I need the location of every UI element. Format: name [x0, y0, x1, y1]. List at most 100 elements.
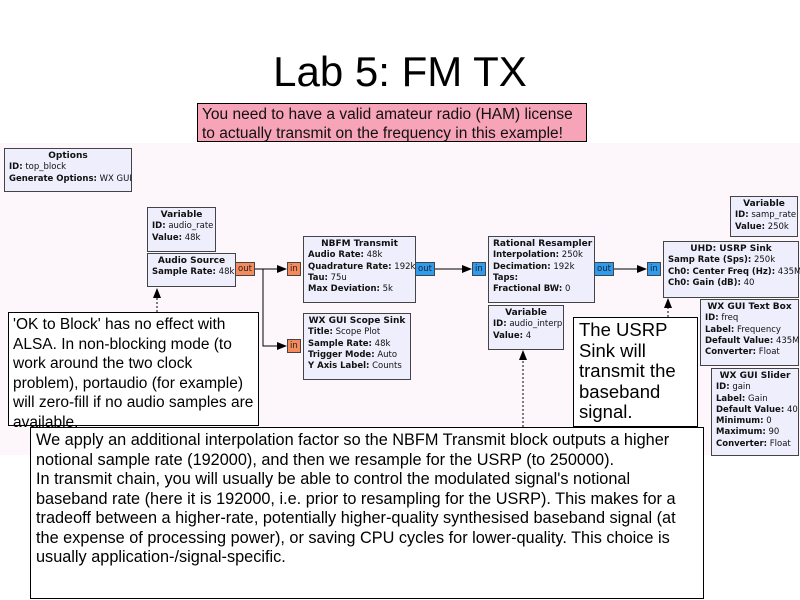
param-label: Ch0: Gain (dB): — [668, 277, 741, 288]
rational-resampler-block[interactable]: Rational Resampler Interpolation: 250k D… — [488, 236, 595, 303]
interpolation-note-p2: In transmit chain, you will usually be a… — [36, 470, 676, 566]
conn-audio-scope — [262, 269, 287, 350]
param-label: Label: — [716, 393, 746, 404]
param-value: 75u — [330, 272, 347, 283]
usrp-sink-block[interactable]: UHD: USRP Sink Samp Rate (Sps): 250k Ch0… — [663, 241, 800, 298]
param-value: 48k — [218, 267, 235, 278]
param-label: Value: — [152, 232, 182, 243]
param-value: Counts — [372, 361, 402, 372]
variable-audio-interp-block[interactable]: Variable ID: audio_interp Value: 4 — [488, 305, 564, 350]
param-value: 0 — [564, 284, 571, 295]
block-title: WX GUI Scope Sink — [308, 316, 406, 326]
usrp-in-port[interactable]: in — [647, 262, 661, 276]
resampler-in-port[interactable]: in — [472, 262, 486, 276]
scope-in-port[interactable]: in — [287, 339, 301, 353]
resampler-out-port[interactable]: out — [594, 262, 614, 276]
audio-source-block[interactable]: Audio Source Sample Rate: 48k — [147, 253, 236, 287]
text-box-block[interactable]: WX GUI Text Box ID: freq Label: Frequenc… — [700, 299, 800, 366]
block-title: WX GUI Slider — [719, 371, 791, 381]
scope-sink-block[interactable]: WX GUI Scope Sink Title: Scope Plot Samp… — [303, 313, 411, 380]
param-value: 48k — [366, 250, 383, 261]
variable-audio-rate-block[interactable]: Variable ID: audio_rate Value: 48k — [147, 207, 216, 252]
param-label: Samp Rate (Sps): — [668, 255, 752, 266]
param-label: Decimation: — [493, 261, 551, 272]
param-value: 435M — [777, 266, 800, 277]
block-title: Audio Source — [157, 256, 226, 266]
param-label: Generate Options: — [9, 173, 97, 184]
param-value: 40 — [786, 404, 798, 415]
options-block[interactable]: Options ID: top_block Generate Options: … — [4, 148, 132, 192]
param-label: Ch0: Center Freq (Hz): — [668, 266, 776, 277]
param-label: Sample Rate: — [152, 267, 216, 278]
param-value: 90 — [768, 427, 780, 438]
audio-source-out-port[interactable]: out — [235, 262, 255, 276]
param-value: Frequency — [737, 324, 781, 335]
param-value: freq — [721, 313, 739, 324]
param-value: audio_rate — [168, 221, 214, 232]
param-label: Converter: — [716, 438, 768, 449]
param-value: 435M — [775, 335, 800, 346]
param-label: Tau: — [308, 272, 328, 283]
param-label: Converter: — [705, 347, 757, 358]
variable-samp-rate-block[interactable]: Variable ID: samp_rate Value: 250k — [730, 196, 798, 237]
param-label: Label: — [705, 324, 735, 335]
param-label: Minimum: — [716, 416, 764, 427]
param-label: Default Value: — [705, 335, 774, 346]
param-label: Value: — [493, 330, 523, 341]
param-label: Maximum: — [716, 427, 766, 438]
block-title: UHD: USRP Sink — [690, 244, 772, 254]
param-value: Scope Plot — [335, 327, 381, 338]
param-value: 192k — [553, 261, 575, 272]
param-label: Audio Rate: — [308, 250, 364, 261]
block-title: NBFM Transmit — [321, 239, 398, 249]
param-label: Sample Rate: — [308, 338, 372, 349]
nbfm-out-port[interactable]: out — [415, 262, 435, 276]
param-label: Fractional BW: — [493, 284, 563, 295]
param-value: Float — [769, 438, 791, 449]
param-value: 250k — [561, 250, 583, 261]
param-value: 5k — [382, 284, 393, 295]
param-value: 48k — [184, 232, 201, 243]
param-label: Y Axis Label: — [308, 361, 370, 372]
nbfm-in-port[interactable]: in — [287, 262, 301, 276]
param-label: Title: — [308, 327, 333, 338]
param-label: Default Value: — [716, 404, 785, 415]
param-label: Taps: — [493, 272, 518, 283]
param-label: ID: — [493, 319, 507, 330]
param-label: ID: — [9, 162, 23, 173]
param-label: Value: — [735, 221, 765, 232]
param-label: ID: — [735, 210, 749, 221]
nbfm-transmit-block[interactable]: NBFM Transmit Audio Rate: 48k Quadrature… — [303, 236, 416, 303]
param-value: 250k — [753, 255, 776, 266]
block-title: Variable — [505, 308, 547, 318]
param-value: top_block — [25, 162, 67, 173]
param-value: samp_rate — [751, 210, 797, 221]
param-value: 192k — [394, 261, 416, 272]
slider-block[interactable]: WX GUI Slider ID: gain Label: Gain Defau… — [711, 368, 799, 456]
param-value: WX GUI — [99, 173, 132, 184]
usrp-note: The USRP Sink will transmit the baseband… — [573, 317, 698, 427]
param-label: Quadrature Rate: — [308, 261, 392, 272]
param-label: Trigger Mode: — [308, 349, 375, 360]
param-value: 0 — [766, 416, 772, 427]
block-title: WX GUI Text Box — [707, 302, 792, 312]
interpolation-note: We apply an additional interpolation fac… — [30, 427, 704, 599]
param-label: Max Deviation: — [308, 284, 380, 295]
param-value: 4 — [525, 330, 532, 341]
block-title: Rational Resampler — [493, 239, 593, 249]
param-value: 250k — [767, 221, 789, 232]
param-value: 40 — [743, 277, 755, 288]
param-label: ID: — [152, 221, 166, 232]
block-title: Variable — [743, 199, 785, 209]
block-title: Variable — [160, 210, 203, 220]
slide-title: Lab 5: FM TX — [273, 48, 527, 95]
param-value: Auto — [377, 349, 398, 360]
license-warning: You need to have a valid amateur radio (… — [197, 103, 587, 142]
param-value: 48k — [374, 338, 391, 349]
param-label: ID: — [716, 382, 730, 393]
ok-to-block-note: 'OK to Block' has no effect with ALSA. I… — [8, 312, 259, 431]
interpolation-note-p1: We apply an additional interpolation fac… — [36, 431, 670, 469]
param-value: Gain — [748, 393, 768, 404]
param-value: audio_interp — [509, 319, 563, 330]
